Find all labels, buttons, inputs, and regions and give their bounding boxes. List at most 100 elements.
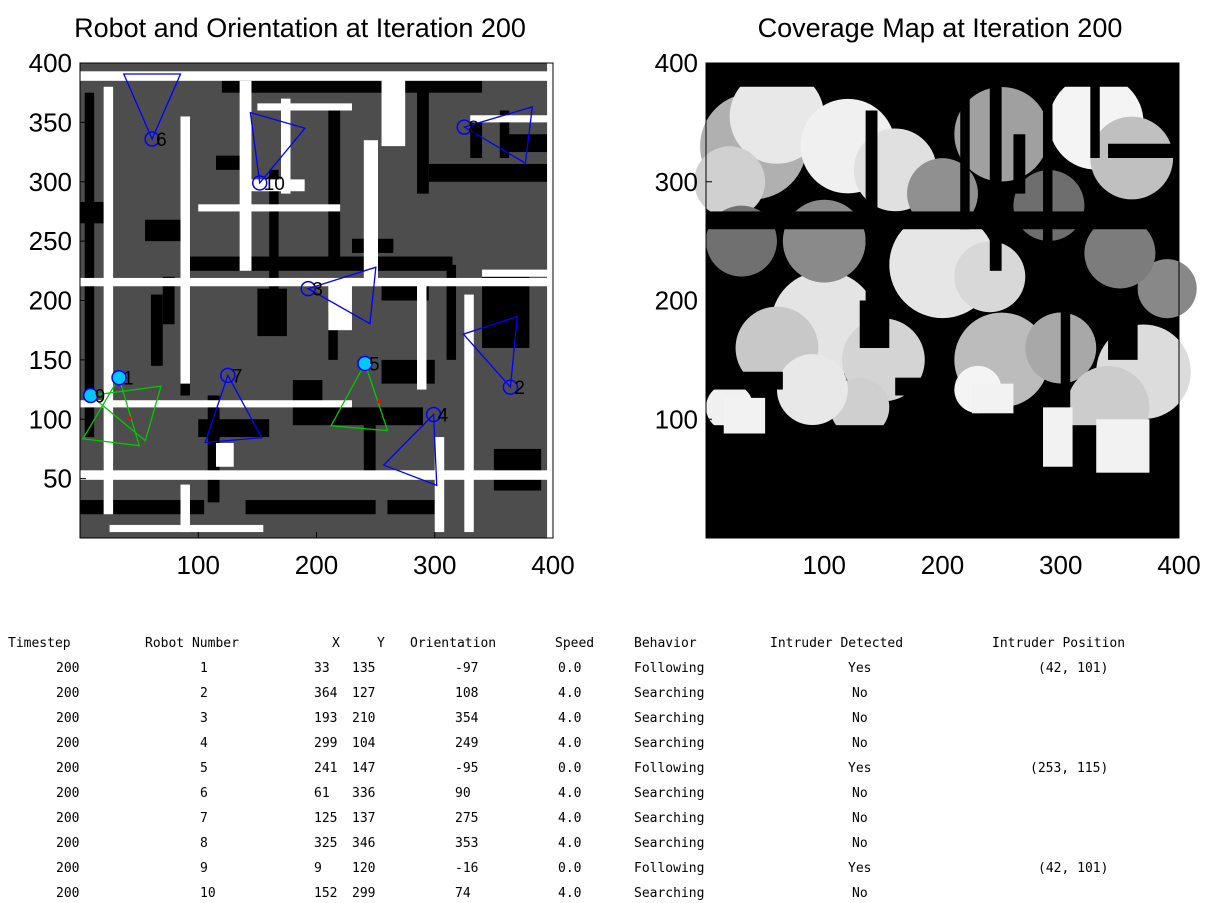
corridor — [417, 282, 427, 390]
table-cell-behavior: Following — [634, 661, 705, 676]
obstacle-block — [493, 448, 542, 491]
table-cell-x: 193 — [314, 711, 338, 726]
table-cell-timestep: 200 — [56, 761, 80, 776]
y-tick-label: 200 — [655, 286, 698, 316]
coverage-bright-patch — [1043, 407, 1073, 467]
table-cell-timestep: 200 — [56, 786, 80, 801]
table-cell-speed: 0.0 — [558, 661, 582, 676]
table-cell-intruder-position: (253, 115) — [1030, 761, 1109, 776]
header-intruder-position: Intruder Position — [992, 636, 1126, 651]
corridor — [281, 98, 291, 194]
table-cell-y: 210 — [352, 711, 376, 726]
table-cell-intruder-detected: Yes — [848, 661, 872, 676]
header-intruder-detected: Intruder Detected — [770, 636, 904, 651]
intruder-1-marker — [128, 416, 132, 420]
table-cell-robot-number: 3 — [200, 711, 208, 726]
robot-6-orientation-cone — [122, 73, 182, 141]
coverage-wall — [1090, 63, 1100, 158]
x-tick-label: 400 — [531, 550, 574, 580]
intruder-2-marker — [377, 399, 381, 404]
obstacle-block — [80, 201, 104, 224]
table-cell-x: 325 — [314, 836, 338, 851]
x-tick-label: 100 — [177, 550, 220, 580]
table-cell-orientation: -95 — [455, 761, 479, 776]
corridor — [434, 437, 445, 533]
obstacle-block — [162, 276, 175, 325]
coverage-blob — [694, 146, 766, 218]
table-cell-timestep: 200 — [56, 836, 80, 851]
table-cell-timestep: 200 — [56, 686, 80, 701]
corridor — [80, 400, 352, 408]
y-tick-label: 300 — [655, 167, 698, 197]
table-cell-y: 120 — [352, 861, 376, 876]
table-cell-robot-number: 6 — [200, 786, 208, 801]
obstacle-block — [482, 276, 530, 348]
obstacle-block — [245, 500, 376, 515]
border-strip — [547, 63, 553, 538]
obstacle-block — [446, 264, 457, 360]
robot-4-marker — [425, 406, 442, 423]
table-cell-timestep: 200 — [56, 711, 80, 726]
robot-2-orientation-cone — [462, 315, 519, 389]
corridor — [470, 115, 553, 123]
table-cell-intruder-detected: No — [852, 836, 868, 851]
table-cell-robot-number: 8 — [200, 836, 208, 851]
robot-9-orientation-cone — [89, 385, 162, 442]
x-tick-label: 300 — [413, 550, 456, 580]
obstacle-block — [207, 395, 220, 503]
table-cell-x: 299 — [314, 736, 338, 751]
table-cell-robot-number: 9 — [200, 861, 208, 876]
table-cell-speed: 4.0 — [558, 836, 582, 851]
robot-10-label: 10 — [264, 174, 285, 195]
header-x: X — [332, 636, 340, 651]
y-tick-label: 100 — [655, 404, 698, 434]
corridor — [239, 80, 252, 271]
coverage-wall — [1043, 63, 1053, 248]
obstacle-block — [180, 256, 453, 271]
robot-3-label: 3 — [312, 280, 323, 301]
y-tick-label: 50 — [43, 464, 72, 494]
table-cell-intruder-position: (42, 101) — [1038, 661, 1109, 676]
robot-1-marker — [111, 369, 127, 386]
coverage-blob — [729, 69, 825, 164]
table-cell-intruder-detected: No — [852, 711, 868, 726]
coverage-bright-patch — [1096, 419, 1150, 473]
table-cell-orientation: 90 — [455, 786, 471, 801]
obstacle-block — [387, 500, 435, 515]
coverage-wall — [1013, 134, 1026, 194]
coverage-wall — [859, 300, 890, 348]
figure: Robot and Orientation at Iteration 200 1… — [29, 13, 1201, 580]
table-cell-orientation: 249 — [455, 736, 479, 751]
obstacle-block — [470, 122, 483, 158]
table-cell-x: 152 — [314, 886, 338, 901]
obstacle-block — [84, 92, 95, 438]
y-tick-label: 100 — [29, 404, 72, 434]
coverage-wall — [895, 377, 943, 396]
table-cell-y: 104 — [352, 736, 376, 751]
header-y: Y — [377, 636, 385, 651]
x-tick-label: 300 — [1039, 550, 1082, 580]
robot-2-label: 2 — [514, 378, 525, 399]
table-cell-robot-number: 7 — [200, 811, 208, 826]
corridor — [109, 524, 264, 533]
obstacle-block — [198, 419, 270, 438]
table-cell-behavior: Searching — [634, 811, 705, 826]
table-cell-speed: 4.0 — [558, 711, 582, 726]
table-cell-behavior: Searching — [634, 836, 705, 851]
coverage-bright-patch — [972, 383, 1014, 414]
corridor — [80, 277, 553, 287]
table-cell-x: 61 — [314, 786, 330, 801]
obstacle-block — [215, 155, 246, 170]
table-cell-behavior: Searching — [634, 711, 705, 726]
robot-5-orientation-cone — [329, 361, 389, 432]
table-cell-speed: 4.0 — [558, 811, 582, 826]
obstacle-block — [428, 163, 548, 182]
robot-8-label: 8 — [468, 118, 479, 139]
table-cell-speed: 0.0 — [558, 861, 582, 876]
corridor — [180, 484, 190, 533]
table-cell-intruder-detected: No — [852, 786, 868, 801]
coverage-blob — [1084, 217, 1156, 289]
y-tick-label: 150 — [29, 345, 72, 375]
